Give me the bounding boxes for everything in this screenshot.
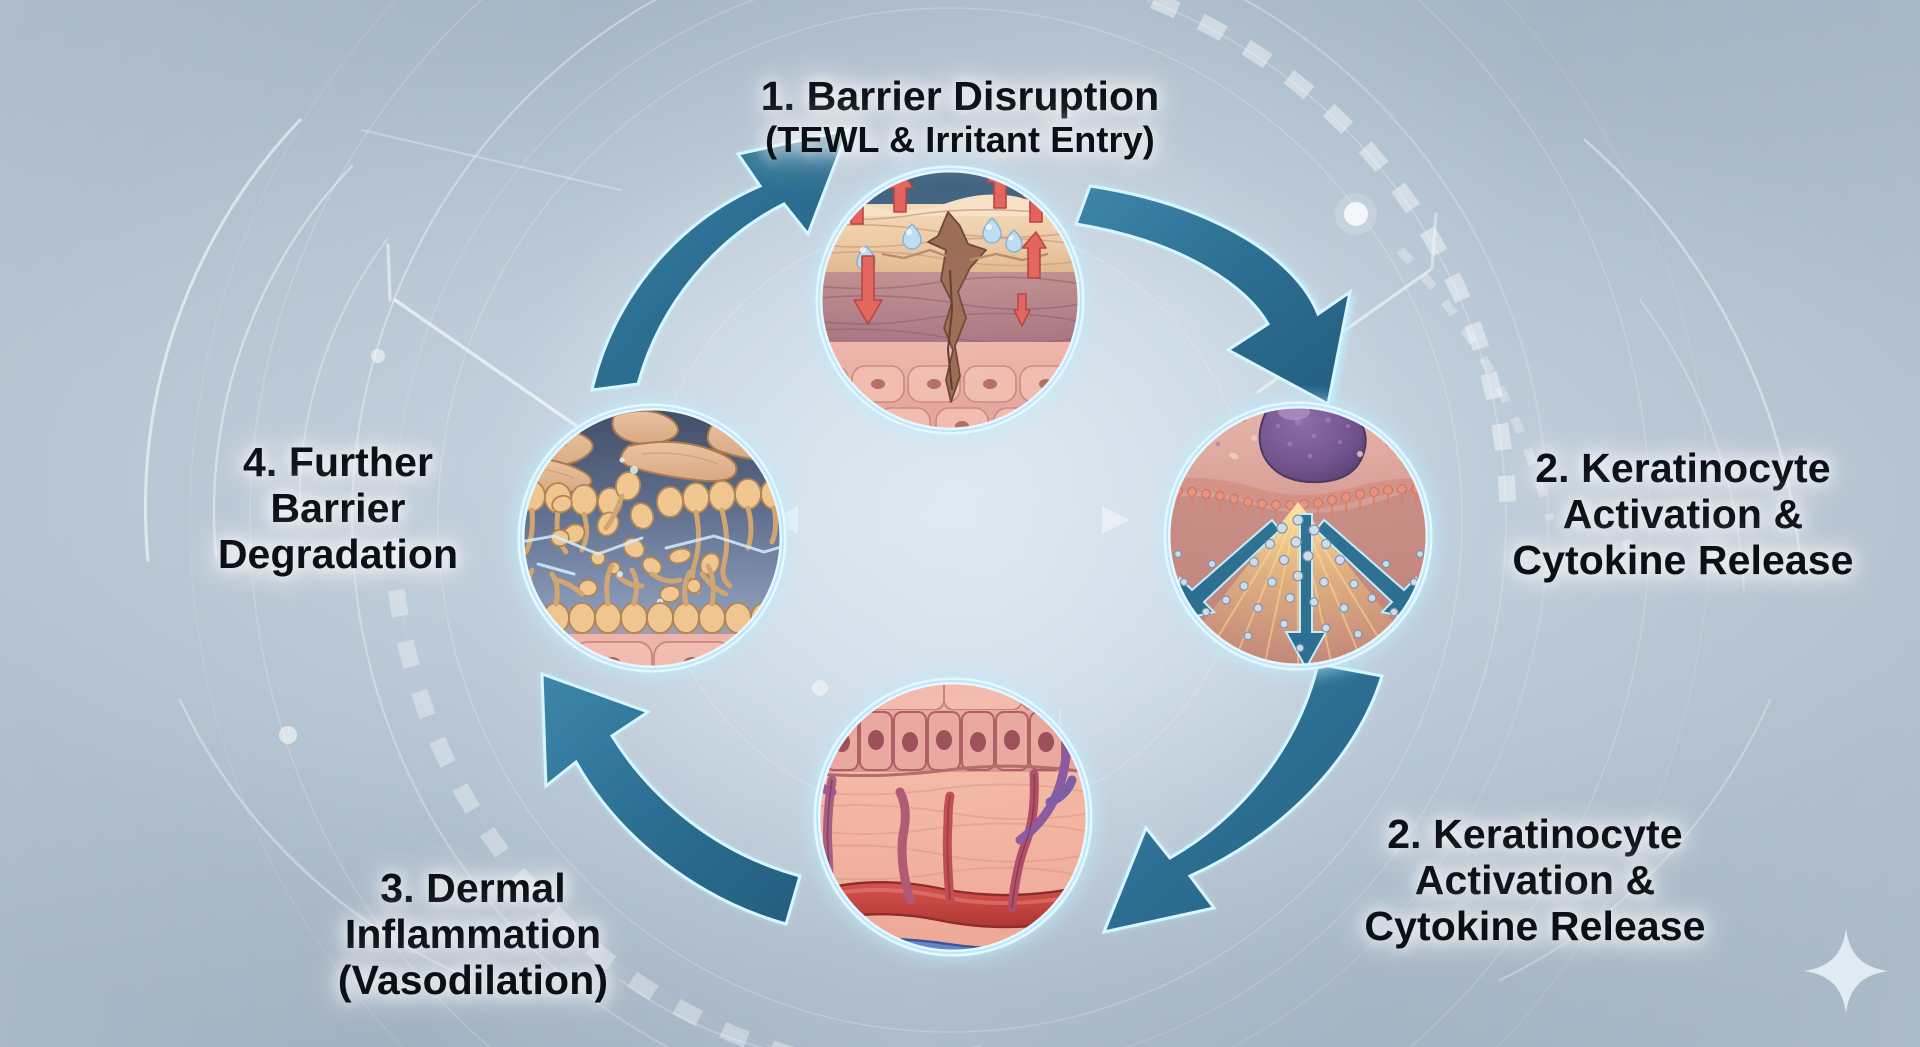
node-ring-inner bbox=[520, 406, 784, 670]
label-step3-sub: (Vasodilation) bbox=[337, 956, 609, 1003]
node-barrier-degradation[interactable] bbox=[502, 388, 802, 688]
center-glow bbox=[480, 80, 1420, 960]
node-barrier-disruption[interactable] bbox=[800, 150, 1100, 450]
label-step4: 4. Further Barrier Degradation bbox=[217, 439, 459, 577]
label-step2: 2. Keratinocyte Activation & Cytokine Re… bbox=[1512, 445, 1854, 583]
hud-dashed-arcs bbox=[383, 0, 1555, 1047]
arrow-step1-to-step2 bbox=[1073, 184, 1356, 407]
arrow-step4-to-step1 bbox=[590, 127, 851, 392]
node3-illustration bbox=[817, 681, 1089, 953]
node-dermal-inflammation[interactable] bbox=[798, 662, 1108, 972]
hud-accent-arcs bbox=[143, 118, 1802, 1047]
node-ring-inner bbox=[1166, 404, 1430, 668]
label-step1: 1. Barrier Disruption (TEWL & Irritant E… bbox=[690, 28, 1230, 206]
hud-ring-group bbox=[189, 0, 1711, 1047]
arrow-step3-to-step4 bbox=[540, 671, 802, 926]
node2-illustration bbox=[1167, 405, 1429, 667]
node-ring-inner bbox=[816, 680, 1090, 954]
label-step5-duplicate: 2. Keratinocyte Activation & Cytokine Re… bbox=[1364, 811, 1706, 949]
node4-illustration bbox=[521, 407, 783, 669]
label-step3: 3. Dermal Inflammation (Vasodilation) bbox=[258, 820, 688, 1047]
sparkle-star-icon bbox=[1804, 929, 1888, 1013]
label-step1-main: 1. Barrier Disruption bbox=[760, 72, 1160, 119]
label-step1-sub: (TEWL & Irritant Entry) bbox=[765, 118, 1155, 160]
node-ring-inner bbox=[818, 168, 1082, 432]
node-keratinocyte-activation[interactable] bbox=[1148, 386, 1448, 686]
label-step3-main: 3. Dermal Inflammation bbox=[344, 864, 602, 957]
arrow-step2-to-step3 bbox=[1101, 662, 1384, 935]
